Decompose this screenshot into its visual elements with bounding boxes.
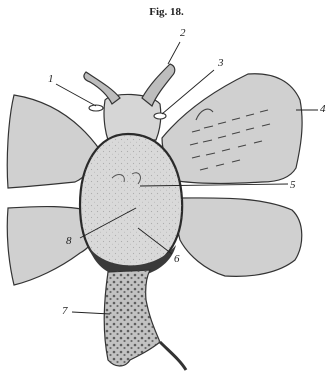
label-3: 3 (217, 57, 224, 69)
label-4: 4 (320, 103, 326, 115)
label-8: 8 (66, 235, 72, 247)
label-2: 2 (180, 27, 186, 39)
figure-title: Fig. 18. (0, 6, 333, 18)
right-antenna (142, 64, 175, 106)
right-upper-wing (162, 74, 302, 184)
left-antenna (84, 72, 120, 104)
right-lower-wing (177, 198, 302, 276)
label-6: 6 (174, 253, 180, 265)
label-1: 1 (48, 73, 54, 85)
label-7: 7 (62, 305, 68, 317)
label-5: 5 (290, 179, 296, 191)
